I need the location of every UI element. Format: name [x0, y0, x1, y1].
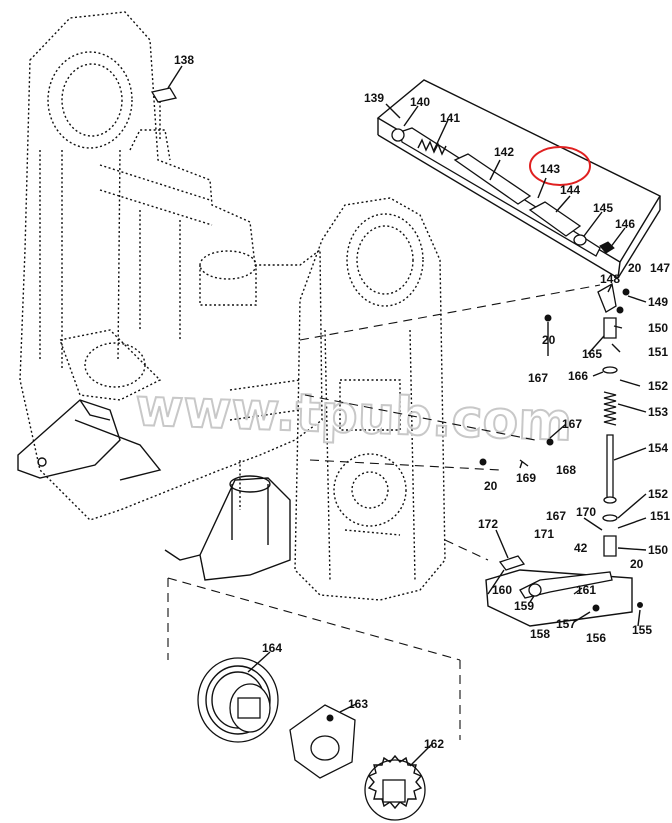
highlight-circle — [529, 146, 591, 186]
callout-152b: 152 — [648, 487, 668, 501]
callout-160: 160 — [492, 583, 512, 597]
watermark: www.tpub.com — [134, 378, 573, 453]
left-housing — [19, 11, 323, 521]
callout-151b: 151 — [650, 509, 670, 523]
gear-group — [167, 577, 461, 821]
callout-167a: 167 — [528, 371, 548, 385]
callout-145: 145 — [593, 201, 613, 215]
rod-assembly-box — [376, 79, 661, 279]
callout-144: 144 — [560, 183, 580, 197]
callout-154: 154 — [648, 441, 668, 455]
callout-148: 148 — [600, 272, 620, 286]
callout-161: 161 — [576, 583, 596, 597]
callout-165: 165 — [582, 347, 602, 361]
callout-152a: 152 — [648, 379, 668, 393]
callout-20c: 20 — [484, 479, 498, 493]
callout-166: 166 — [568, 369, 588, 383]
clutch-164 — [197, 657, 279, 743]
callout-138: 138 — [174, 53, 194, 67]
plate-163 — [289, 704, 356, 779]
callout-167b: 167 — [562, 417, 582, 431]
callout-164: 164 — [262, 641, 282, 655]
callout-162: 162 — [424, 737, 444, 751]
callout-167c: 167 — [546, 509, 566, 523]
callout-42: 42 — [574, 541, 588, 555]
callout-139: 139 — [364, 91, 384, 105]
callout-159: 159 — [514, 599, 534, 613]
mounting-flange-left — [17, 399, 162, 481]
callout-146: 146 — [615, 217, 635, 231]
callout-150a: 150 — [648, 321, 668, 335]
callout-143: 143 — [540, 162, 560, 176]
callout-153: 153 — [648, 405, 668, 419]
callout-20d: 20 — [630, 557, 644, 571]
callout-151a: 151 — [648, 345, 668, 359]
callout-149: 149 — [648, 295, 668, 309]
callout-156: 156 — [586, 631, 606, 645]
callout-158: 158 — [530, 627, 550, 641]
callout-142: 142 — [494, 145, 514, 159]
nameplate-138 — [150, 87, 178, 103]
callout-170: 170 — [576, 505, 596, 519]
callout-171: 171 — [534, 527, 554, 541]
callout-172: 172 — [478, 517, 498, 531]
callout-169: 169 — [516, 471, 536, 485]
callout-168: 168 — [556, 463, 576, 477]
leader-lines — [167, 65, 647, 767]
callout-147: 147 — [650, 261, 670, 275]
linkage-components — [299, 282, 643, 627]
callout-20a: 20 — [628, 261, 642, 275]
callout-155: 155 — [632, 623, 652, 637]
callout-157: 157 — [556, 617, 576, 631]
right-housing — [164, 197, 446, 601]
callout-163: 163 — [348, 697, 368, 711]
callout-labels: 138 139 140 141 142 143 144 145 146 148 … — [174, 53, 670, 751]
callout-150b: 150 — [648, 543, 668, 557]
callout-141: 141 — [440, 111, 460, 125]
callout-20b: 20 — [542, 333, 556, 347]
callout-140: 140 — [410, 95, 430, 109]
sprocket-162 — [364, 754, 426, 821]
